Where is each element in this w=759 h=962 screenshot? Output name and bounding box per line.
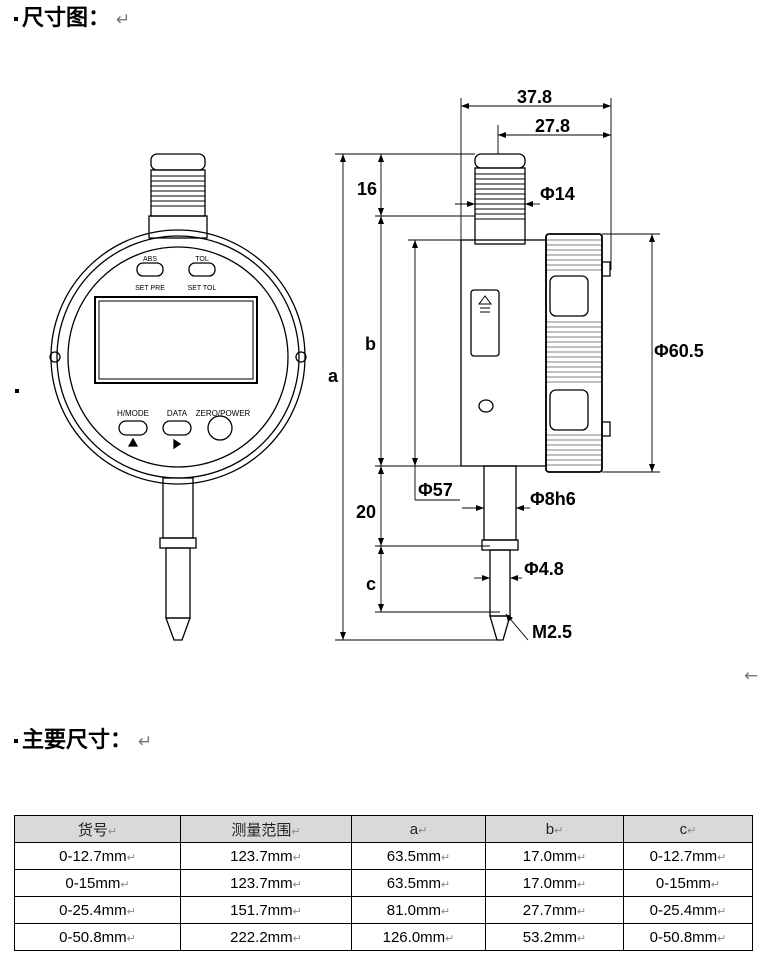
heading-text: 主要尺寸： (22, 728, 133, 753)
table-cell: 0-12.7mm (623, 842, 753, 870)
dim-27-8: 27.8 (535, 116, 570, 136)
label-h-mode: H/MODE (117, 409, 149, 418)
table-cell: 53.2mm (485, 923, 624, 951)
table-cell: 0-15mm (623, 869, 753, 897)
heading-main-dimensions: 主要尺寸：↵ (14, 730, 152, 752)
dim-20: 20 (356, 502, 376, 522)
side-view-gauge: 37.8 27.8 16 Φ14 b a Φ60.5 Φ57 Φ8h6 20 Φ… (328, 87, 704, 642)
table-cell: 126.0mm (351, 923, 486, 951)
label-tol: TOL (195, 256, 209, 263)
label-set-pre: SET PRE (135, 285, 165, 292)
header-range: 测量范围 (180, 815, 352, 843)
table-cell: 151.7mm (180, 896, 352, 924)
table-cell: 0-15mm (14, 869, 181, 897)
header-a: a (351, 815, 486, 843)
dim-37-8: 37.8 (517, 87, 552, 107)
bullet-dot (14, 739, 18, 743)
table-cell: 63.5mm (351, 842, 486, 870)
heading-text: 尺寸图： (22, 6, 111, 31)
arrow-mark: ← (744, 666, 759, 686)
right-triangle-icon (173, 438, 182, 450)
table-cell: 0-50.8mm (623, 923, 753, 951)
table-cell: 17.0mm (485, 842, 624, 870)
paragraph-mark: ↵ (138, 732, 153, 752)
table-cell: 123.7mm (180, 842, 352, 870)
table-row: 0-15mm 123.7mm 63.5mm 17.0mm 0-15mm (14, 869, 753, 897)
table-row: 0-50.8mm 222.2mm 126.0mm 53.2mm 0-50.8mm (14, 923, 753, 951)
up-triangle-icon (127, 437, 139, 447)
paragraph-mark: ↵ (116, 10, 131, 30)
header-c: c (623, 815, 753, 843)
table-cell: 0-25.4mm (14, 896, 181, 924)
bullet-dot (15, 389, 19, 393)
table-cell: 0-12.7mm (14, 842, 181, 870)
table-cell: 123.7mm (180, 869, 352, 897)
table-cell: 0-25.4mm (623, 896, 753, 924)
table-cell: 17.0mm (485, 869, 624, 897)
dimension-drawing: ABS SET PRE TOL SET TOL H/MODE DATA ZERO… (49, 87, 704, 642)
dim-phi-8h6: Φ8h6 (530, 489, 576, 509)
dim-phi-60-5: Φ60.5 (654, 341, 704, 361)
table-cell: 27.7mm (485, 896, 624, 924)
table-cell: 63.5mm (351, 869, 486, 897)
heading-dimension-drawing: 尺寸图：↵ (14, 8, 130, 30)
table-cell: 81.0mm (351, 896, 486, 924)
label-set-tol: SET TOL (188, 285, 217, 292)
dim-m2-5: M2.5 (532, 622, 572, 642)
label-zero-power: ZERO/POWER (196, 409, 251, 418)
table-cell: 0-50.8mm (14, 923, 181, 951)
dimensions-table: 货号 测量范围 a b c 0-12.7mm 123.7mm 63.5mm 17… (14, 815, 753, 951)
dim-phi-4-8: Φ4.8 (524, 559, 564, 579)
bullet-dot (14, 17, 18, 21)
dim-b: b (365, 334, 376, 354)
dim-c: c (366, 574, 376, 594)
header-b: b (485, 815, 624, 843)
header-item-no: 货号 (14, 815, 181, 843)
label-data: DATA (167, 409, 188, 418)
dim-phi-14: Φ14 (540, 184, 575, 204)
table-row: 0-12.7mm 123.7mm 63.5mm 17.0mm 0-12.7mm (14, 842, 753, 870)
dim-16: 16 (357, 179, 377, 199)
front-view-gauge: ABS SET PRE TOL SET TOL H/MODE DATA ZERO… (49, 153, 307, 641)
table-header-row: 货号 测量范围 a b c (14, 815, 753, 843)
table-row: 0-25.4mm 151.7mm 81.0mm 27.7mm 0-25.4mm (14, 896, 753, 924)
table-cell: 222.2mm (180, 923, 352, 951)
dim-a: a (328, 366, 339, 386)
dim-phi-57: Φ57 (418, 480, 453, 500)
label-abs: ABS (143, 256, 157, 263)
up-arrow-icon (478, 295, 492, 305)
